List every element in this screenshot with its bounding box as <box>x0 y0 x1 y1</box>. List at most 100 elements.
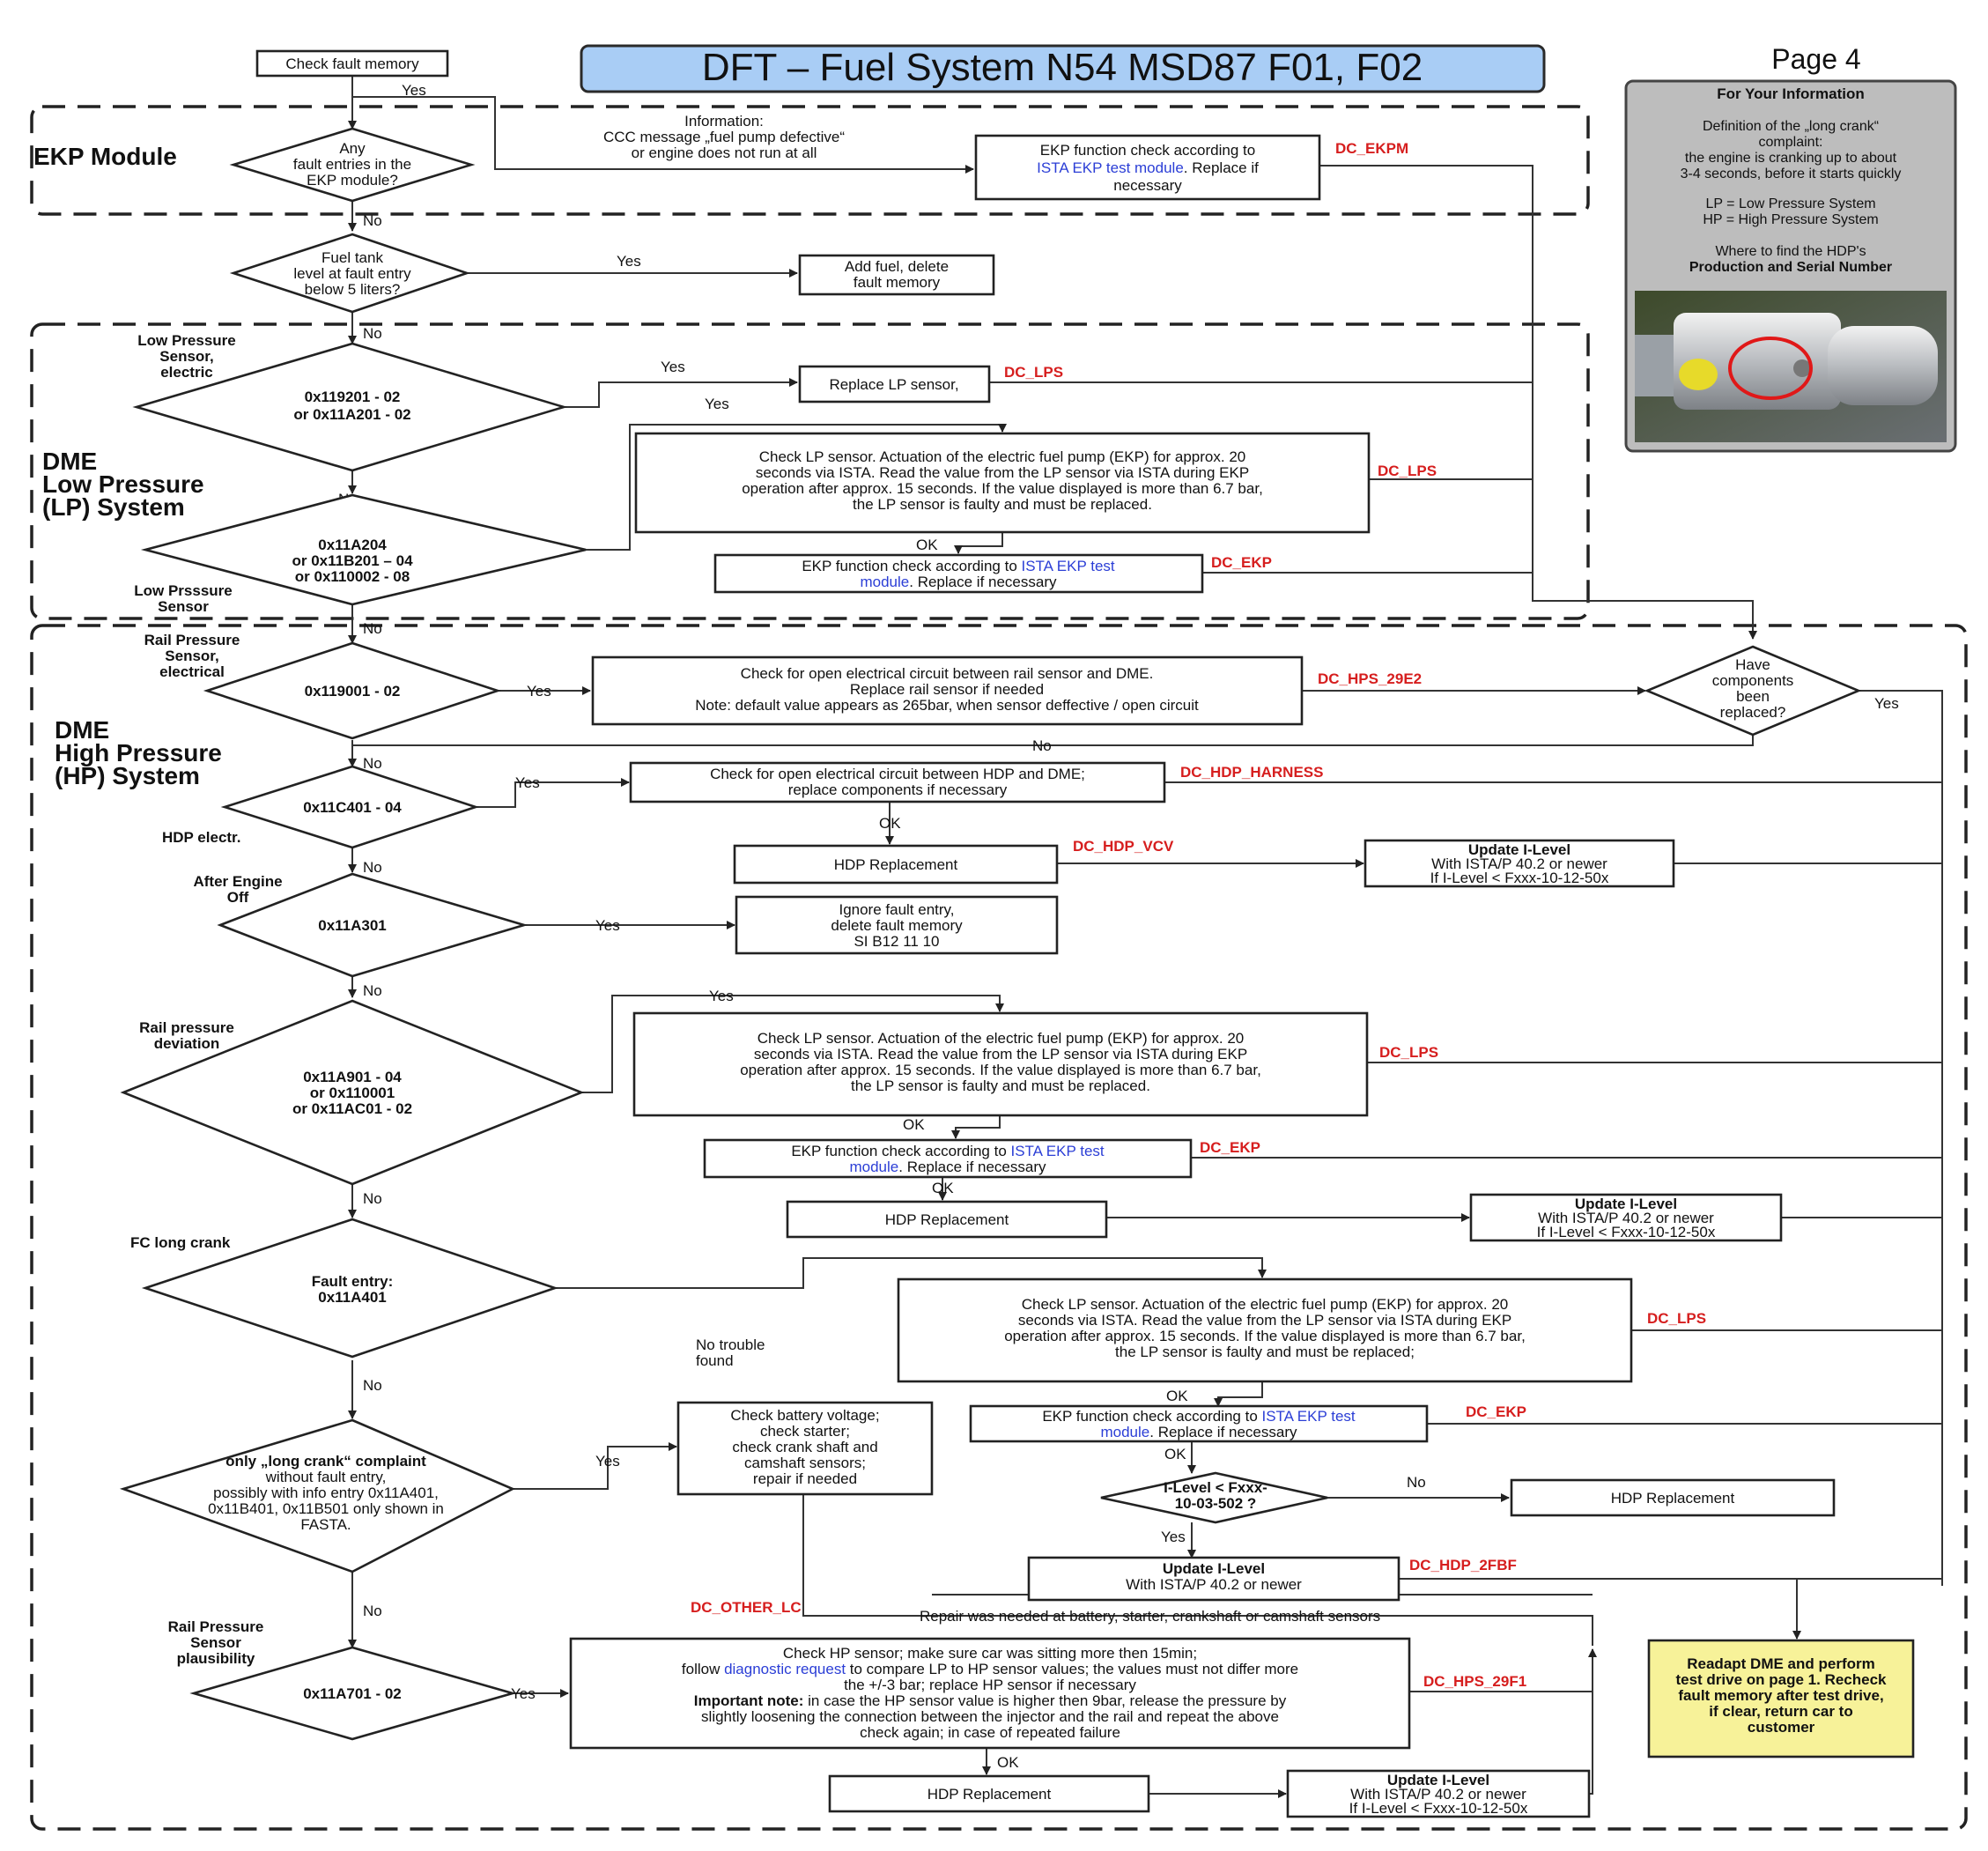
node-ekp-function-check[interactable]: EKP function check according to ISTA EKP… <box>713 553 1204 594</box>
label-after-engine: Off <box>227 889 249 906</box>
node-check-lp-sensor[interactable]: Check LP sensor. Actuation of the electr… <box>634 432 1371 534</box>
node-text: Check HP sensor; make sure car was sitti… <box>783 1645 1197 1662</box>
dc-code: DC_HPS_29E2 <box>1318 670 1422 687</box>
ista-ekp-link[interactable]: ISTA EKP test module <box>1037 159 1184 176</box>
node-text: EKP function check according to <box>791 1143 1010 1159</box>
ista-ekp-link[interactable]: ISTA EKP test <box>1022 558 1115 574</box>
dc-code: DC_HDP_2FBF <box>1409 1557 1517 1573</box>
node-text: FASTA. <box>300 1516 351 1533</box>
node-text: 0x119001 - 02 <box>305 683 401 700</box>
decision-rail-pressure-deviation[interactable]: 0x11A901 - 04 or 0x110001 or 0x11AC01 - … <box>120 999 585 1186</box>
node-text: only „long crank“ complaint <box>225 1453 426 1470</box>
ista-ekp-link[interactable]: module <box>860 574 909 590</box>
node-text: HDP Replacement <box>1611 1490 1735 1507</box>
region-lp-system <box>30 322 1590 620</box>
node-check-lp-sensor-hp[interactable]: Check LP sensor. Actuation of the electr… <box>632 1011 1369 1117</box>
node-hdp-replacement[interactable]: HDP Replacement <box>733 844 1059 885</box>
dc-code: DC_OTHER_LC <box>691 1599 802 1616</box>
label-rail-plausibility: plausibility <box>177 1650 255 1667</box>
node-text: With ISTA/P 40.2 or newer <box>1350 1786 1526 1803</box>
node-text: replaced? <box>1720 704 1786 721</box>
node-text: Any <box>339 140 366 157</box>
node-ekp-function-check-module[interactable]: EKP function check according to ISTA EKP… <box>974 134 1321 201</box>
node-text: HDP Replacement <box>885 1211 1009 1228</box>
node-text: module. Replace if necessary <box>1100 1424 1297 1440</box>
section-hp-title: (HP) System <box>55 762 200 789</box>
label-no: No <box>363 620 382 637</box>
node-update-i-level-2[interactable]: Update I-Level With ISTA/P 40.2 or newer <box>1027 1556 1400 1602</box>
decision-hdp-electr-code[interactable]: 0x11C401 - 04 <box>220 765 480 849</box>
node-text: EKP function check according to <box>1042 1408 1261 1425</box>
node-hdp-replacement[interactable]: HDP Replacement <box>786 1200 1108 1239</box>
node-text: Check for open electrical circuit betwee… <box>741 665 1154 682</box>
label-no: No <box>363 1603 382 1619</box>
decision-after-engine-off[interactable]: 0x11A301 <box>217 872 528 978</box>
node-check-battery[interactable]: Check battery voltage; check starter; ch… <box>676 1401 934 1496</box>
label-yes: Yes <box>515 774 540 791</box>
decision-fault-entry-a401[interactable]: Fault entry: 0x11A401 <box>141 1218 559 1359</box>
node-ekp-function-check-hp[interactable]: EKP function check according to ISTA EKP… <box>703 1138 1193 1179</box>
section-hp-title: High Pressure <box>55 739 222 766</box>
label-no-trouble: found <box>696 1352 734 1369</box>
decision-lp-system-codes[interactable]: 0x11A204 or 0x11B201 – 04 or 0x110002 - … <box>140 493 587 606</box>
node-text: or 0x110002 - 08 <box>295 568 410 585</box>
node-ignore-fault-entry[interactable]: Ignore fault entry, delete fault memory … <box>735 895 1059 955</box>
label-yes: Yes <box>1161 1529 1186 1545</box>
decision-components-replaced[interactable]: Have components been replaced? <box>1644 645 1862 737</box>
node-hdp-replacement[interactable]: HDP Replacement <box>1510 1478 1836 1517</box>
diagnostic-request-link[interactable]: diagnostic request <box>724 1661 846 1677</box>
node-hdp-replacement[interactable]: HDP Replacement <box>828 1774 1150 1813</box>
node-check-fault-memory[interactable]: Check fault memory <box>255 49 449 78</box>
label-rail-sensor: electrical <box>159 663 225 680</box>
node-text: below 5 liters? <box>305 281 401 298</box>
decision-ekp-fault-entries[interactable]: Any fault entries in the EKP module? <box>229 127 476 203</box>
node-text: level at fault entry <box>293 265 411 282</box>
decision-lp-sensor-codes[interactable]: 0x119201 - 02 or 0x11A201 - 02 <box>132 342 568 472</box>
node-check-hp-sensor[interactable]: Check HP sensor; make sure car was sitti… <box>569 1637 1411 1750</box>
ista-ekp-link[interactable]: module <box>1100 1424 1149 1440</box>
ista-ekp-link[interactable]: ISTA EKP test <box>1011 1143 1105 1159</box>
label-ok: OK <box>1164 1446 1186 1462</box>
section-lp-title: (LP) System <box>42 493 185 521</box>
info-line: LP = Low Pressure System <box>1705 196 1875 211</box>
label-ok: OK <box>932 1180 954 1196</box>
node-replace-lp-sensor[interactable]: Replace LP sensor, <box>798 365 991 404</box>
node-update-i-level[interactable]: Update I-Level With ISTA/P 40.2 or newer… <box>1469 1193 1783 1242</box>
ista-ekp-link[interactable]: ISTA EKP test <box>1262 1408 1356 1425</box>
node-text: With ISTA/P 40.2 or newer <box>1538 1210 1714 1226</box>
node-final-readapt[interactable]: Readapt DME and perform test drive on pa… <box>1647 1639 1915 1758</box>
label-yes: Yes <box>1874 695 1899 712</box>
node-check-rail-sensor[interactable]: Check for open electrical circuit betwee… <box>591 655 1304 726</box>
node-information: Information: CCC message „fuel pump defe… <box>603 113 845 161</box>
label-lp-sensor-2: Sensor <box>158 598 209 615</box>
node-update-i-level[interactable]: Update I-Level With ISTA/P 40.2 or newer… <box>1364 839 1675 888</box>
node-text: module. Replace if necessary <box>849 1159 1046 1175</box>
decision-rail-plausibility[interactable]: 0x11A701 - 02 <box>189 1646 517 1741</box>
node-ekp-function-check-long-crank[interactable]: EKP function check according to ISTA EKP… <box>969 1404 1429 1443</box>
node-text: Replace LP sensor, <box>829 376 958 393</box>
node-text: 0x11A301 <box>318 917 387 934</box>
node-text: If I-Level < Fxxx-10-12-50x <box>1349 1800 1528 1817</box>
decision-long-crank-complaint[interactable]: only „long crank“ complaint without faul… <box>119 1418 516 1573</box>
node-text: Readapt DME and perform <box>1687 1655 1874 1672</box>
dc-code: DC_EKPM <box>1335 140 1408 157</box>
node-update-i-level[interactable]: Update I-Level With ISTA/P 40.2 or newer… <box>1286 1769 1591 1818</box>
node-text: EKP function check according to <box>802 558 1021 574</box>
node-add-fuel[interactable]: Add fuel, delete fault memory <box>798 254 995 296</box>
node-text: EKP function check according to ISTA EKP… <box>1042 1408 1356 1425</box>
label-lp-sensor: Sensor, <box>159 348 213 365</box>
ista-ekp-link[interactable]: module <box>849 1159 898 1175</box>
label-lp-sensor: electric <box>160 364 213 381</box>
node-check-lp-sensor-long-crank[interactable]: Check LP sensor. Actuation of the electr… <box>897 1277 1633 1383</box>
node-text: Update I-Level <box>1387 1772 1489 1788</box>
decision-i-level-check[interactable]: I-Level < Fxxx- 10-03-502 ? <box>1100 1471 1328 1524</box>
decision-rail-sensor-code[interactable]: 0x119001 - 02 <box>203 641 502 740</box>
title-box <box>580 44 1546 93</box>
node-text: check again; in case of repeated failure <box>860 1724 1120 1741</box>
decision-fuel-tank-level[interactable]: Fuel tank level at fault entry below 5 l… <box>229 233 471 314</box>
label-yes: Yes <box>595 917 620 934</box>
node-text: or 0x11A201 - 02 <box>293 406 410 423</box>
node-text: HDP Replacement <box>927 1786 1052 1803</box>
node-check-hdp-circuit[interactable]: Check for open electrical circuit betwee… <box>629 761 1166 803</box>
